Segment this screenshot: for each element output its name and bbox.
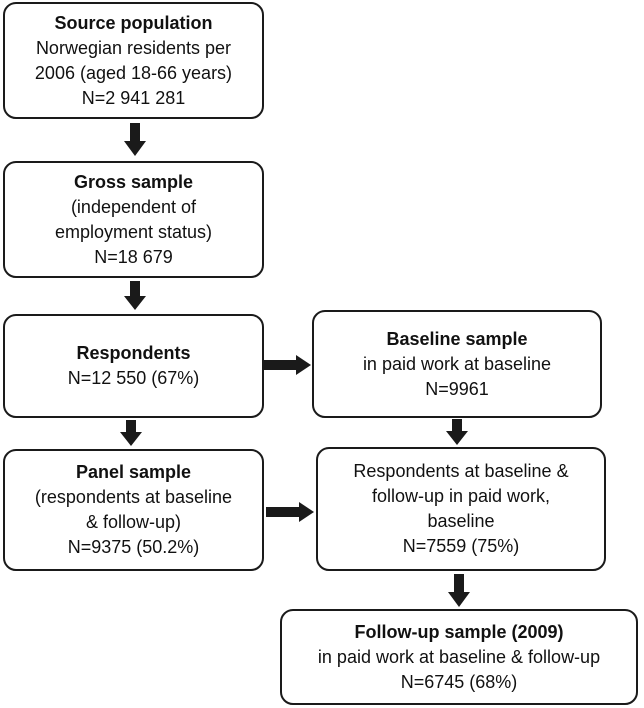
arrow-right-respondents-to-baseline — [264, 355, 311, 375]
respondents-baseline-followup-count: N=7559 (75%) — [402, 536, 520, 556]
baseline-sample-line-1: in paid work at baseline — [362, 353, 552, 374]
source-population-title: Source population — [54, 12, 213, 33]
followup-sample-box: Follow-up sample (2009) in paid work at … — [280, 609, 638, 705]
respondents-box: Respondents N=12 550 (67%) — [3, 314, 264, 418]
followup-sample-line-1: in paid work at baseline & follow-up — [317, 646, 601, 667]
arrow-down-gross-to-respondents — [124, 281, 146, 310]
panel-sample-count: N=9375 (50.2%) — [67, 537, 200, 557]
arrow-down-baseline-to-respondents-baseline-followup — [446, 419, 468, 445]
arrow-right-panel-to-respondents-baseline-followup — [266, 502, 314, 522]
source-population-count: N=2 941 281 — [81, 87, 186, 108]
respondents-baseline-followup-line-3: baseline — [427, 511, 495, 531]
gross-sample-line-2: employment status) — [54, 221, 213, 242]
respondents-baseline-followup-line-2: follow-up in paid work, — [371, 486, 551, 506]
panel-sample-title: Panel sample — [75, 462, 192, 482]
gross-sample-title: Gross sample — [73, 171, 194, 192]
gross-sample-line-1: (independent of — [70, 196, 197, 217]
followup-sample-count: N=6745 (68%) — [400, 671, 518, 692]
source-population-line-2: 2006 (aged 18-66 years) — [34, 62, 233, 83]
source-population-line-1: Norwegian residents per — [35, 37, 232, 58]
baseline-sample-box: Baseline sample in paid work at baseline… — [312, 310, 602, 418]
panel-sample-line-2: & follow-up) — [85, 512, 182, 532]
arrow-down-to-followup-sample — [448, 574, 470, 607]
panel-sample-box: Panel sample (respondents at baseline & … — [3, 449, 264, 571]
respondents-title: Respondents — [76, 343, 191, 363]
respondents-baseline-followup-line-1: Respondents at baseline & — [353, 461, 569, 481]
respondents-baseline-followup-box: Respondents at baseline & follow-up in p… — [316, 447, 606, 571]
arrow-down-respondents-to-panel — [120, 420, 142, 446]
gross-sample-count: N=18 679 — [94, 246, 173, 267]
followup-sample-title: Follow-up sample (2009) — [354, 621, 564, 642]
respondents-count: N=12 550 (67%) — [67, 368, 200, 388]
source-population-box: Source population Norwegian residents pe… — [3, 2, 264, 119]
gross-sample-box: Gross sample (independent of employment … — [3, 161, 264, 278]
arrow-down-source-to-gross — [124, 123, 146, 156]
baseline-sample-title: Baseline sample — [386, 328, 528, 349]
baseline-sample-count: N=9961 — [425, 378, 489, 399]
panel-sample-line-1: (respondents at baseline — [34, 487, 233, 507]
